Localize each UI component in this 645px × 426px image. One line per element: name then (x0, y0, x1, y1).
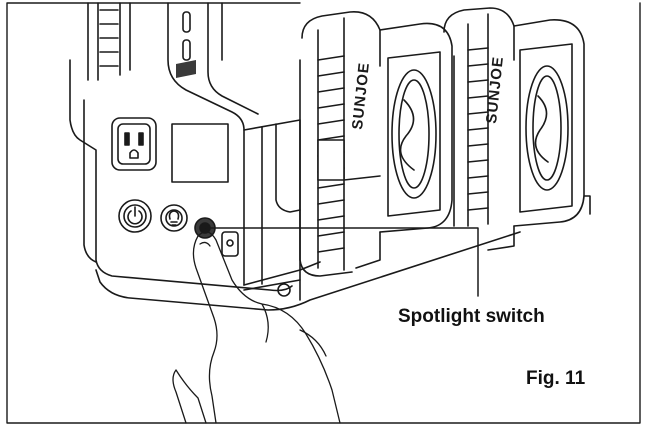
callout-leader-line (205, 227, 479, 297)
outlet-icon (111, 117, 157, 171)
battery-pack-left (299, 11, 453, 277)
callout-label-spotlight-switch: Spotlight switch (398, 306, 545, 327)
frame-border (6, 2, 641, 424)
figure-number: Fig. 11 (526, 368, 586, 389)
display-panel (171, 123, 229, 183)
light-bulb-icon (160, 204, 188, 232)
hand-illustration (172, 231, 341, 424)
power-icon (118, 199, 152, 233)
battery-pack-right (443, 7, 591, 251)
spotlight-switch-icon (194, 217, 239, 257)
brand-text-left: SUNJOE (349, 61, 373, 130)
brand-text-right: SUNJOE (483, 55, 507, 124)
power-station-body (69, 2, 521, 311)
